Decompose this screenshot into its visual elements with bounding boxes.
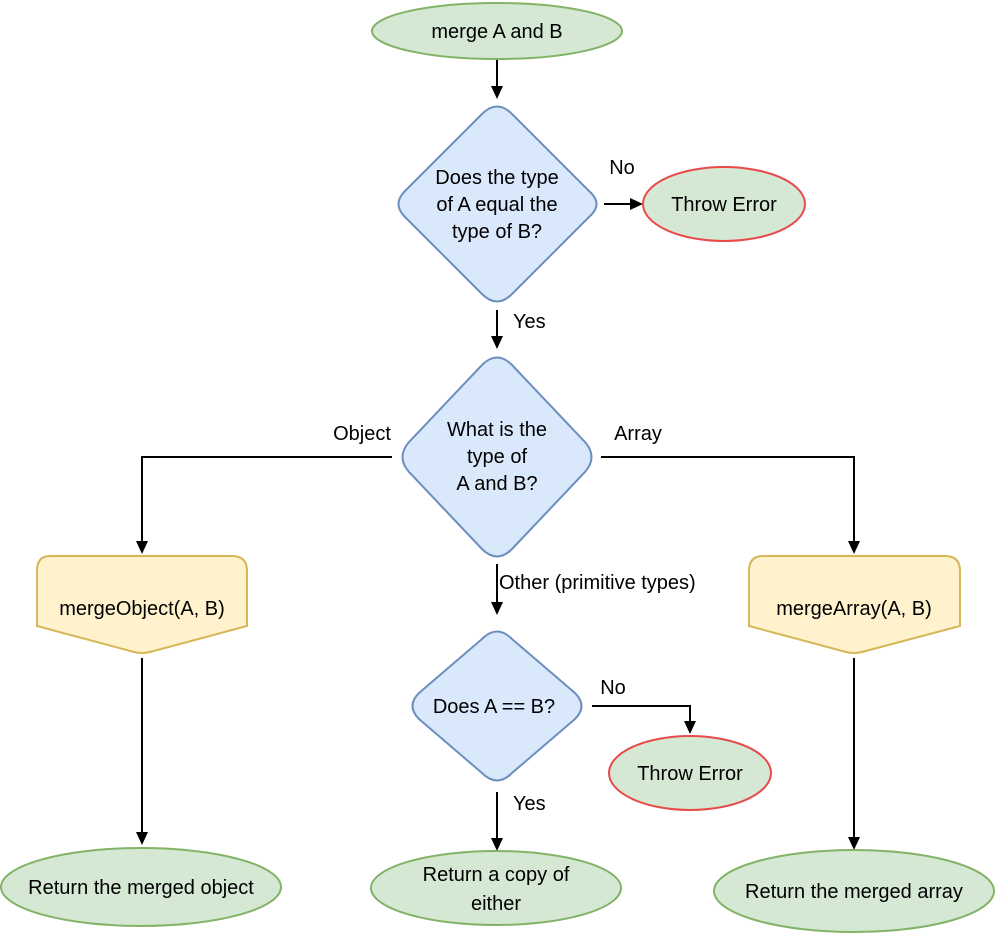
edge-label-object: Object	[333, 423, 391, 445]
throw-error-node-1: Throw Error	[642, 166, 806, 242]
throw-error-ellipse-2	[608, 735, 772, 811]
edge-label-eq-yes: Yes	[513, 793, 546, 815]
merge-object-shape	[36, 555, 248, 654]
equality-check-decision: Does A == B?	[411, 630, 583, 782]
throw-error-label-1: Throw Error	[671, 194, 777, 216]
edge-type-decision-to-merge-array	[601, 456, 855, 543]
edge-equality-check-to-throw-error	[592, 705, 691, 723]
return-copy-line-2: either	[471, 893, 521, 915]
throw-error-label-2: Throw Error	[637, 763, 743, 785]
equality-check-diamond	[411, 630, 583, 782]
return-array-ellipse	[713, 849, 995, 933]
return-copy-ellipse	[370, 850, 622, 926]
type-check-decision: Does the type of A equal the type of B?	[397, 105, 598, 303]
type-decision-diamond	[401, 356, 593, 558]
arrowhead	[491, 838, 503, 851]
return-object-ellipse	[0, 847, 282, 927]
edge-label-other: Other (primitive types)	[499, 572, 696, 594]
start-ellipse	[371, 2, 623, 60]
arrowhead	[630, 198, 643, 210]
edge-label-type-no: No	[609, 157, 635, 179]
merge-array-shape	[748, 555, 961, 654]
start-node: merge A and B	[371, 2, 623, 60]
type-decision: What is the type of A and B?	[401, 356, 593, 558]
merge-array-node: mergeArray(A, B)	[748, 555, 961, 654]
arrowhead	[136, 832, 148, 845]
return-object-label: Return the merged object	[28, 877, 254, 899]
arrowhead	[491, 86, 503, 99]
edge-type-decision-to-merge-object	[141, 456, 392, 543]
edge-label-type-yes: Yes	[513, 311, 546, 333]
arrowhead	[848, 541, 860, 554]
type-check-line-2: of A equal the	[436, 194, 557, 216]
merge-object-node: mergeObject(A, B)	[36, 555, 248, 654]
return-copy-node: Return a copy of either	[370, 850, 622, 926]
arrowhead	[684, 721, 696, 734]
merge-object-label: mergeObject(A, B)	[59, 598, 225, 620]
type-decision-line-1: What is the	[447, 419, 547, 441]
arrowhead	[491, 602, 503, 615]
type-check-line-3: type of B?	[452, 221, 542, 243]
return-array-node: Return the merged array	[713, 849, 995, 933]
arrowhead	[491, 336, 503, 349]
edge-label-eq-no: No	[600, 677, 626, 699]
arrowhead	[136, 541, 148, 554]
arrowhead	[848, 837, 860, 850]
type-check-line-1: Does the type	[435, 167, 558, 189]
return-copy-line-1: Return a copy of	[423, 864, 570, 886]
type-decision-line-3: A and B?	[456, 473, 537, 495]
type-decision-line-2: type of	[467, 446, 527, 468]
throw-error-ellipse-1	[642, 166, 806, 242]
throw-error-node-2: Throw Error	[608, 735, 772, 811]
return-array-label: Return the merged array	[745, 881, 963, 903]
edge-label-array: Array	[614, 423, 662, 445]
edges	[136, 60, 860, 851]
equality-check-label: Does A == B?	[433, 696, 555, 718]
edge-labels: No Yes Object Array Other (primitive typ…	[333, 157, 696, 815]
type-check-diamond	[397, 105, 598, 303]
merge-array-label: mergeArray(A, B)	[776, 598, 932, 620]
return-object-node: Return the merged object	[0, 847, 282, 927]
start-label: merge A and B	[431, 21, 562, 43]
